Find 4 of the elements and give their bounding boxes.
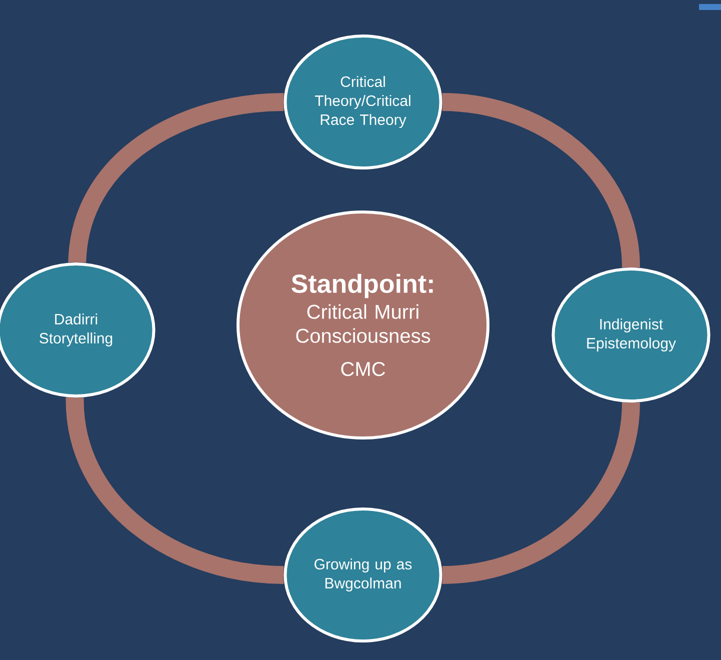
ring-arc bbox=[442, 93, 640, 268]
ring-arc bbox=[66, 396, 284, 584]
ring-arc bbox=[68, 93, 284, 264]
ring-arc bbox=[442, 402, 640, 584]
